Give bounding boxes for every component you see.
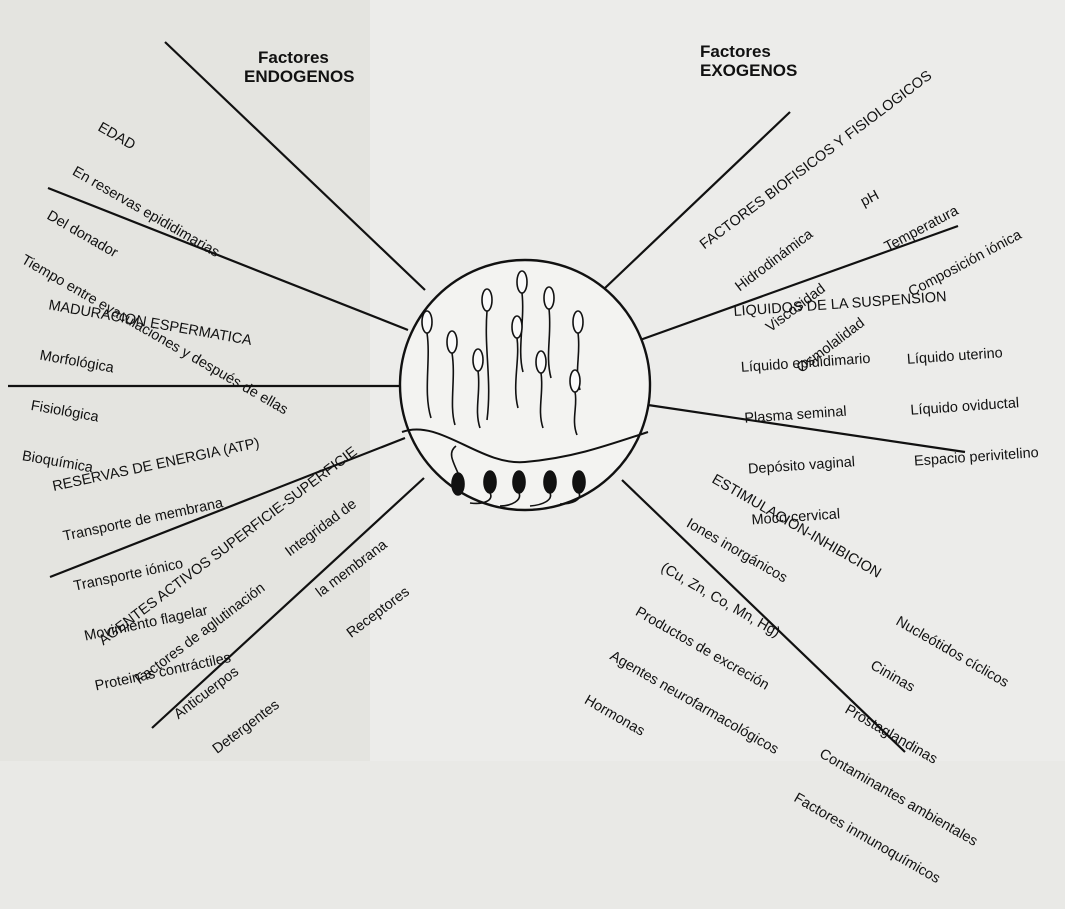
diagram-graphics <box>8 41 966 753</box>
sperm-cell <box>472 348 484 429</box>
estimulacion-item: Agentes neurofarmacológicos <box>607 648 782 758</box>
agentes-item-right: Integridad de <box>282 496 360 560</box>
sperm-cell <box>535 350 547 429</box>
energia-title: RESERVAS DE ENERGIA (ATP) <box>51 435 261 495</box>
radial-lines <box>8 41 966 753</box>
radial-line-wsw <box>49 436 406 579</box>
exogenos-header-line2: EXOGENOS <box>700 61 798 80</box>
maduracion-item: Morfológica <box>38 347 116 377</box>
estimulacion-item-right: Prostaglandinas <box>842 701 941 768</box>
estimulacion-item: Iones inorgánicos <box>683 515 790 587</box>
endogenos-header-line2: ENDOGENOS <box>244 67 355 86</box>
estimulacion-item-right: Contaminantes ambientales <box>816 745 981 850</box>
liquidos-item-right: Líquido uterino <box>906 345 1004 368</box>
oocyte-surface <box>401 428 649 464</box>
background-left-column <box>0 0 375 761</box>
radial-line-nw <box>164 41 426 291</box>
liquidos-item: Líquido epididimario <box>740 350 871 376</box>
center-circle <box>398 258 652 512</box>
radial-line-se <box>621 479 906 753</box>
estimulacion-item: (Cu, Zn, Co, Mn, Hg) <box>658 559 783 641</box>
liquidos-items-right: Líquido uterino Líquido oviductal Espaci… <box>904 309 1040 487</box>
agentes-item-right: la membrana <box>313 536 391 601</box>
sperm-cell <box>511 315 523 409</box>
liquidos-item-right: Líquido oviductal <box>909 395 1020 419</box>
liquidos-item: Plasma seminal <box>743 403 848 427</box>
bound-sperm <box>469 470 497 505</box>
estimulacion-item-right: Factores inmunoquímicos <box>791 790 943 887</box>
endogenos-header-line1: Factores <box>258 48 329 67</box>
radial-line-ene <box>639 224 959 342</box>
bound-sperm-cells <box>450 445 586 507</box>
radial-line-wnw <box>47 186 409 332</box>
sperm-cell <box>446 330 458 426</box>
sperm-cell <box>543 286 555 379</box>
sperm-cell <box>481 288 493 421</box>
liquidos-item-right: Espacio perivitelino <box>913 444 1040 470</box>
biofisicos-item: Hidrodinámica <box>732 226 817 295</box>
sperm-cell <box>421 310 433 419</box>
exogenos-header-line1: Factores <box>700 42 771 61</box>
estimulacion-item-right: Cininas <box>867 657 918 696</box>
estimulacion-item: Productos de excreción <box>632 603 772 694</box>
bound-sperm <box>529 470 557 507</box>
bound-sperm <box>450 445 465 496</box>
radial-line-ne <box>604 111 791 289</box>
bound-sperm <box>559 470 586 505</box>
radial-line-sw <box>151 477 425 729</box>
radial-line-e <box>647 403 966 454</box>
maduracion-title: MADURACION ESPERMATICA <box>47 297 253 350</box>
bound-sperm <box>499 470 526 507</box>
sperm-cells <box>421 270 584 436</box>
sperm-cell <box>569 369 581 436</box>
